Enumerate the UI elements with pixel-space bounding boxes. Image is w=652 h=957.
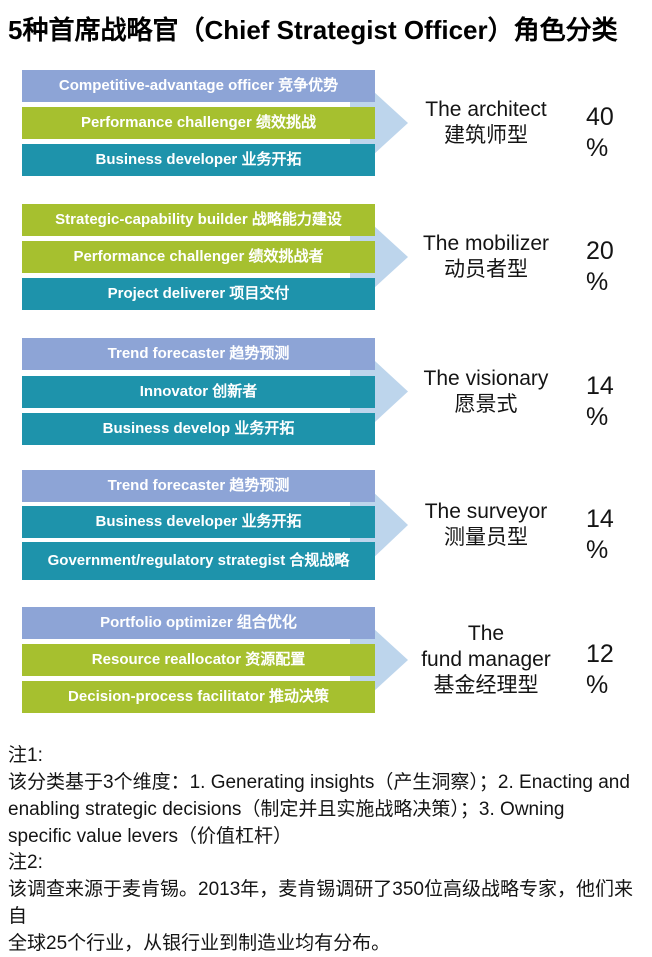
percentage-number: 40 [586, 103, 614, 131]
percent-sign: % [586, 134, 609, 162]
capability-bar: Business developer 业务开拓 [22, 506, 375, 538]
percentage-value: 20 % [586, 236, 614, 298]
page-title: 5种首席战略官（Chief Strategist Officer）角色分类 [8, 15, 618, 45]
role-label: The surveyor 测量员型 [398, 470, 574, 580]
role-group-visionary: Trend forecaster 趋势预测 Innovator 创新者 Busi… [0, 338, 652, 445]
role-group-surveyor: Trend forecaster 趋势预测 Business developer… [0, 470, 652, 580]
capability-bar: Resource reallocator 资源配置 [22, 644, 375, 676]
role-label: The visionary 愿景式 [398, 338, 574, 445]
footnote-2: 注2: 该调查来源于麦肯锡。2013年，麦肯锡调研了350位高级战略专家，他们来… [8, 849, 644, 957]
capability-bar: Business developer 业务开拓 [22, 144, 375, 176]
capability-bar: Trend forecaster 趋势预测 [22, 338, 375, 370]
percent-sign: % [586, 536, 609, 564]
role-label-line: 动员者型 [444, 258, 528, 281]
percentage-value: 12 % [586, 639, 614, 701]
capability-bar: Trend forecaster 趋势预测 [22, 470, 375, 502]
capability-bars: Portfolio optimizer 组合优化 Resource reallo… [22, 607, 375, 713]
role-label-line: 基金经理型 [433, 674, 539, 697]
footnote-1: 注1: 该分类基于3个维度：1. Generating insights（产生洞… [8, 742, 644, 850]
role-label-line: 建筑师型 [444, 124, 528, 147]
percent-sign: % [586, 402, 609, 431]
footnote-line: 该调查来源于麦肯锡。2013年，麦肯锡调研了350位高级战略专家，他们来自 [8, 879, 633, 927]
capability-bar: Strategic-capability builder 战略能力建设 [22, 204, 375, 236]
percentage-value: 14 % [586, 371, 614, 433]
capability-bars: Trend forecaster 趋势预测 Business developer… [22, 470, 375, 580]
percentage-number: 14 [586, 505, 614, 533]
role-label-line: The [467, 622, 505, 645]
role-group-mobilizer: Strategic-capability builder 战略能力建设 Perf… [0, 204, 652, 310]
capability-bar: Performance challenger 绩效挑战者 [22, 241, 375, 273]
capability-bar: Performance challenger 绩效挑战 [22, 107, 375, 139]
capability-bar: Competitive-advantage officer 竞争优势 [22, 70, 375, 102]
percentage-number: 20 [586, 237, 614, 265]
capability-bars: Competitive-advantage officer 竞争优势 Perfo… [22, 70, 375, 176]
role-label-line: 愿景式 [454, 392, 518, 416]
role-label-line: fund manager [421, 648, 551, 671]
capability-bars: Strategic-capability builder 战略能力建设 Perf… [22, 204, 375, 310]
percentage-value: 14 % [586, 504, 614, 566]
role-label: The architect 建筑师型 [398, 70, 574, 176]
role-group-architect: Competitive-advantage officer 竞争优势 Perfo… [0, 70, 652, 176]
role-label: The fund manager 基金经理型 [398, 607, 574, 713]
footnote-line: 该分类基于3个维度：1. Generating insights（产生洞察）；2… [8, 772, 630, 793]
percentage-number: 12 [586, 640, 614, 668]
capability-bar: Innovator 创新者 [22, 375, 375, 408]
role-label-line: The architect [425, 98, 547, 121]
capability-bar: Decision-process facilitator 推动决策 [22, 681, 375, 713]
footnote-line: 全球25个行业，从银行业到制造业均有分布。 [8, 933, 391, 954]
role-label-line: 测量员型 [444, 526, 528, 549]
footnote-line: specific value levers（价值杠杆） [8, 826, 293, 847]
footnote-line: enabling strategic decisions（制定并且实施战略决策）… [8, 799, 565, 820]
role-label-line: The surveyor [424, 500, 548, 523]
percent-sign: % [586, 671, 609, 699]
capability-bar: Project deliverer 项目交付 [22, 278, 375, 310]
percentage-number: 14 [586, 371, 614, 400]
percentage-value: 40 % [586, 102, 614, 164]
role-group-fund-manager: Portfolio optimizer 组合优化 Resource reallo… [0, 607, 652, 713]
role-label-line: The visionary [423, 366, 549, 390]
footnote-heading: 注2: [8, 852, 43, 873]
capability-bar: Business develop 业务开拓 [22, 413, 375, 445]
capability-bars: Trend forecaster 趋势预测 Innovator 创新者 Busi… [22, 338, 375, 445]
capability-bar: Portfolio optimizer 组合优化 [22, 607, 375, 639]
role-label: The mobilizer 动员者型 [398, 204, 574, 310]
role-label-line: The mobilizer [422, 232, 550, 255]
percent-sign: % [586, 268, 609, 296]
footnote-heading: 注1: [8, 745, 43, 766]
capability-bar: Government/regulatory strategist 合规战略 [22, 542, 375, 580]
